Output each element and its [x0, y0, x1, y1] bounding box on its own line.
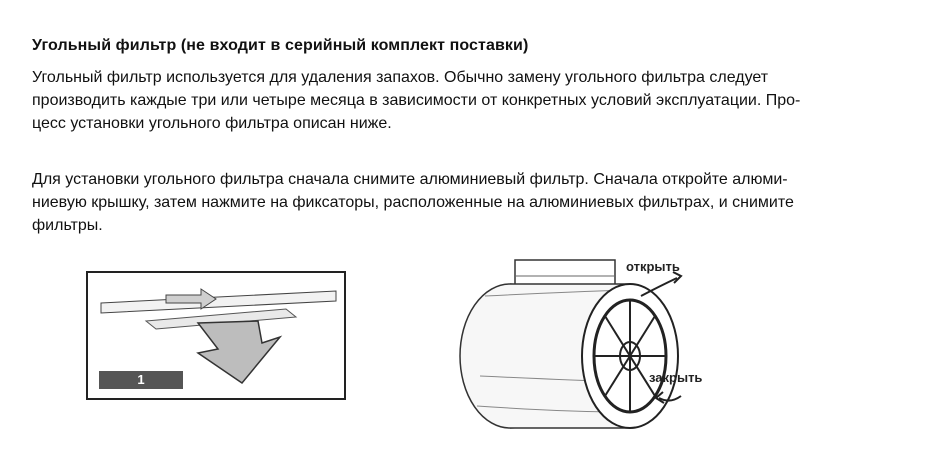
motor-housing-illustration — [459, 259, 683, 429]
paragraph-line: фильтры. — [32, 217, 103, 234]
housing-collar — [514, 259, 616, 287]
down-arrow-icon — [196, 320, 283, 385]
paragraph-intro: Угольный фильтр используется для удалени… — [32, 66, 912, 135]
paragraph-line: Угольный фильтр используется для удалени… — [32, 69, 769, 86]
paragraph-line: ниевую крышку, затем нажмите на фиксатор… — [32, 194, 794, 211]
paragraph-line: цесс установки угольного фильтра описан … — [32, 115, 392, 132]
hood-panel — [100, 290, 337, 314]
close-label: закрыть — [649, 370, 703, 385]
open-arrow-icon — [640, 277, 678, 297]
paragraph-line: производить каждые три или четыре месяца… — [32, 92, 801, 109]
step-number-badge: 1 — [99, 371, 183, 389]
open-label: открыть — [626, 259, 680, 274]
paragraph-line: Для установки угольного фильтра сначала … — [32, 171, 788, 188]
latch-arrow-icon — [165, 288, 217, 310]
paragraph-instructions: Для установки угольного фильтра сначала … — [32, 168, 912, 237]
close-arrow-icon — [658, 395, 682, 402]
filter-panel — [144, 308, 298, 330]
section-heading: Угольный фильтр (не входит в серийный ко… — [32, 37, 529, 54]
grille-spokes — [594, 300, 666, 412]
